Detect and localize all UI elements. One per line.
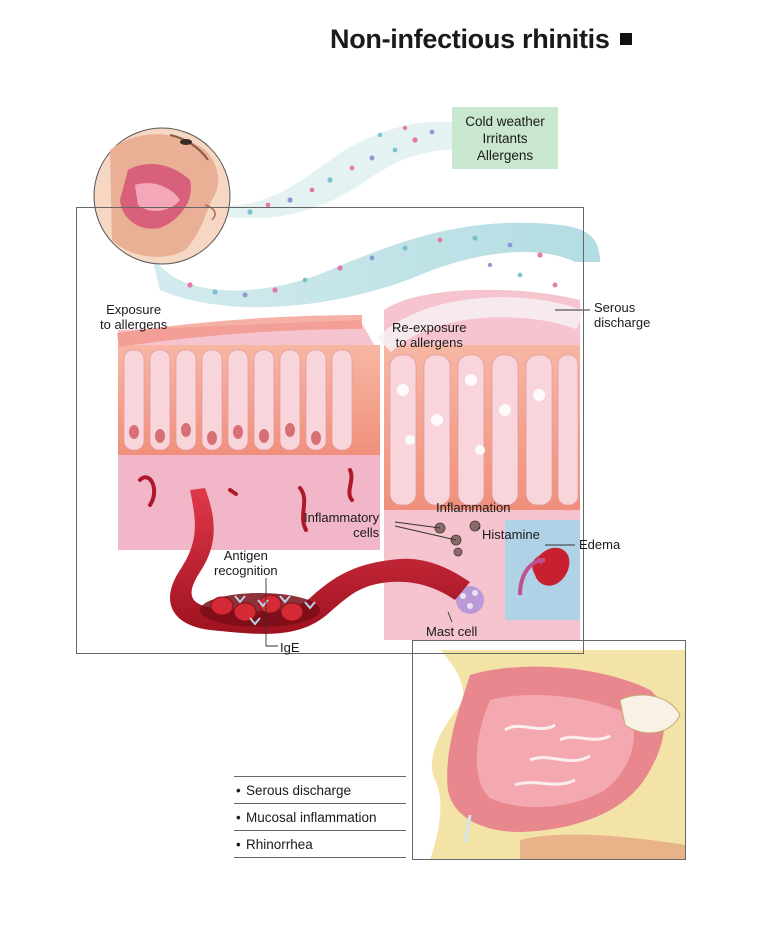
leader-lines (265, 309, 590, 647)
label-edema: Edema (579, 537, 621, 552)
label-exposure: Exposure to allergens (100, 302, 168, 332)
trigger-item: Cold weather (465, 114, 545, 129)
label-histamine: Histamine (482, 527, 540, 542)
symptom-list: •Serous discharge •Mucosal inflammation … (234, 776, 406, 858)
symptom-item: •Mucosal inflammation (234, 803, 406, 830)
nose-inset-frame (412, 640, 686, 860)
main-diagram-frame (76, 207, 584, 654)
face-inset (93, 127, 231, 265)
symptom-item: •Serous discharge (234, 776, 406, 803)
title-text: Non-infectious rhinitis (330, 24, 610, 54)
label-reexposure: Re-exposure to allergens (392, 320, 467, 350)
trigger-item: Irritants (482, 131, 528, 146)
epithelium-block-right (377, 289, 584, 640)
symptom-item: •Rhinorrhea (234, 830, 406, 858)
allergen-stream-lower (150, 222, 600, 308)
label-ige: IgE (280, 640, 300, 655)
blood-vessel (170, 488, 470, 634)
page-title: Non-infectious rhinitis (330, 24, 632, 55)
allergen-particles (187, 125, 558, 298)
title-square-icon (619, 33, 632, 45)
label-antigen-recognition: Antigen recognition (214, 548, 278, 578)
allergen-stream-upper (205, 121, 455, 219)
epithelium-block-left (116, 315, 380, 550)
nose-cross-section (430, 650, 686, 860)
bullet-icon: • (236, 810, 241, 825)
trigger-item: Allergens (476, 148, 534, 163)
label-inflammation: Inflammation (436, 500, 511, 515)
label-mast-cell: Mast cell (426, 624, 478, 639)
label-inflammatory-cells: Inflammatory cells (304, 510, 380, 540)
label-serous-discharge: Serous discharge (594, 300, 651, 330)
bullet-icon: • (236, 837, 241, 852)
bullet-icon: • (236, 783, 241, 798)
trigger-box: Cold weather Irritants Allergens (452, 107, 558, 169)
